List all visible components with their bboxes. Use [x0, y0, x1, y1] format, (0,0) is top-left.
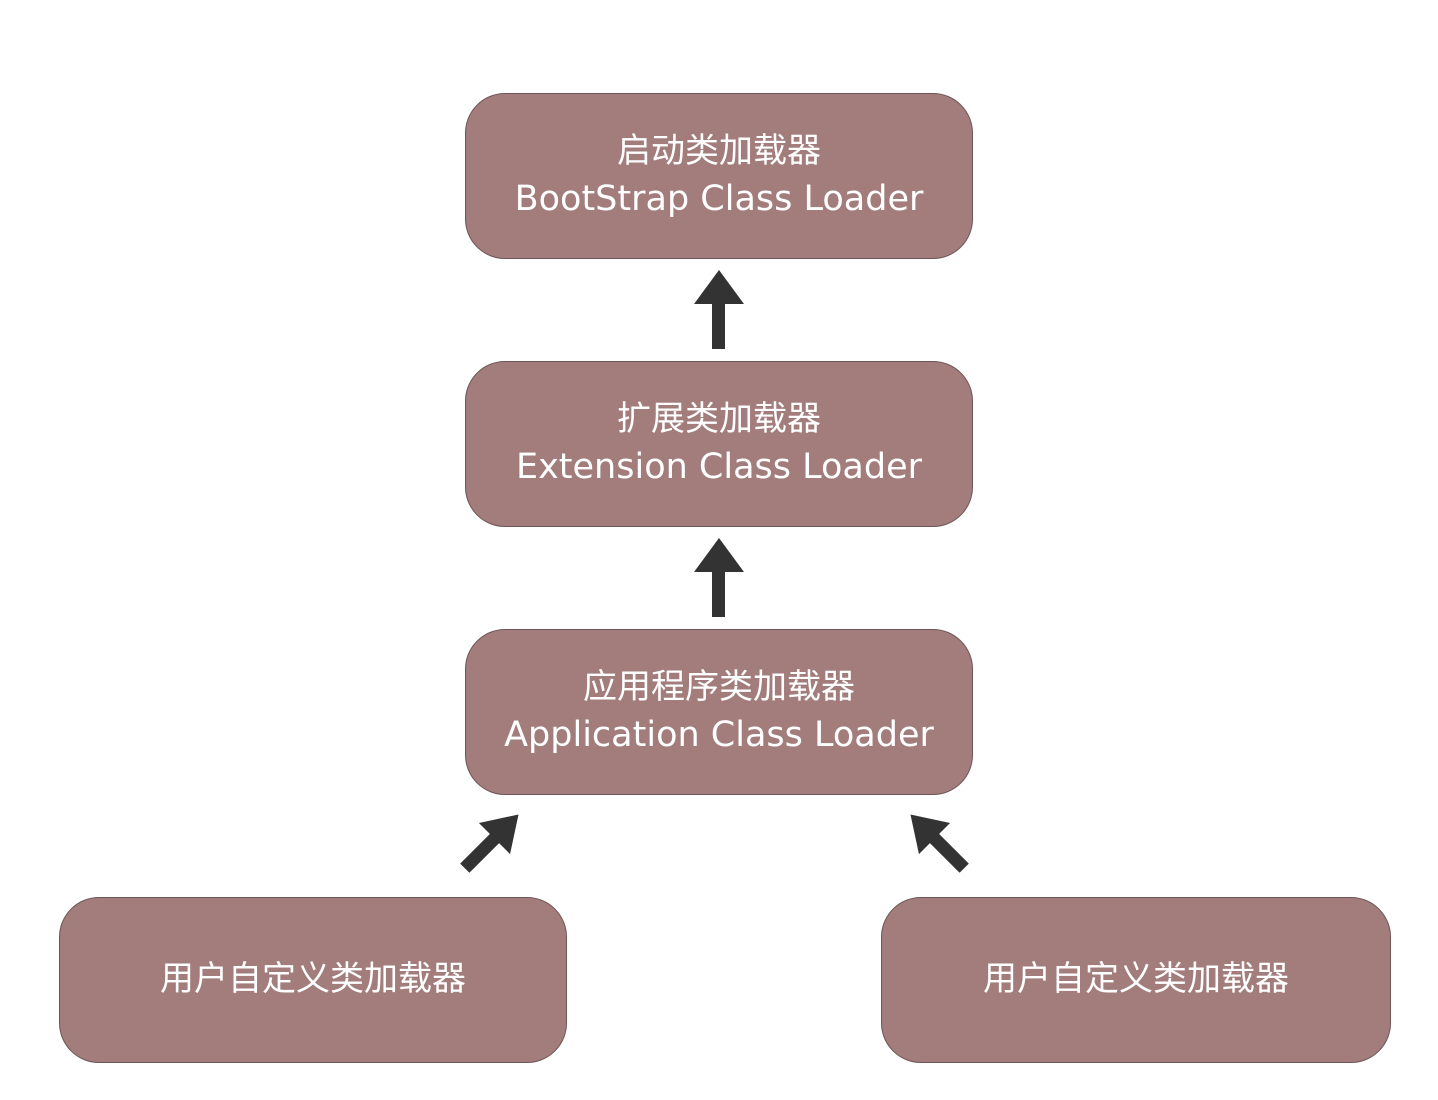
- application-label-en: Application Class Loader: [504, 715, 934, 756]
- bootstrap-label-en: BootStrap Class Loader: [514, 179, 924, 220]
- extension-class-loader-node: 扩展类加载器 Extension Class Loader: [465, 361, 973, 527]
- user-right-label-zh: 用户自定义类加载器: [983, 959, 1289, 1000]
- application-class-loader-node: 应用程序类加载器 Application Class Loader: [465, 629, 973, 795]
- arrow-application-to-extension: [694, 538, 744, 617]
- bootstrap-class-loader-node: 启动类加载器 BootStrap Class Loader: [465, 93, 973, 259]
- extension-label-zh: 扩展类加载器: [617, 398, 821, 439]
- extension-label-en: Extension Class Loader: [515, 447, 923, 488]
- bootstrap-label-zh: 启动类加载器: [617, 130, 821, 171]
- user-defined-class-loader-node-right: 用户自定义类加载器: [881, 897, 1391, 1063]
- arrow-user-left-to-application: [460, 814, 519, 873]
- arrow-user-right-to-application: [910, 814, 969, 873]
- user-defined-class-loader-node-left: 用户自定义类加载器: [59, 897, 567, 1063]
- arrow-extension-to-bootstrap: [694, 270, 744, 349]
- application-label-zh: 应用程序类加载器: [583, 666, 855, 707]
- user-left-label-zh: 用户自定义类加载器: [160, 959, 466, 1000]
